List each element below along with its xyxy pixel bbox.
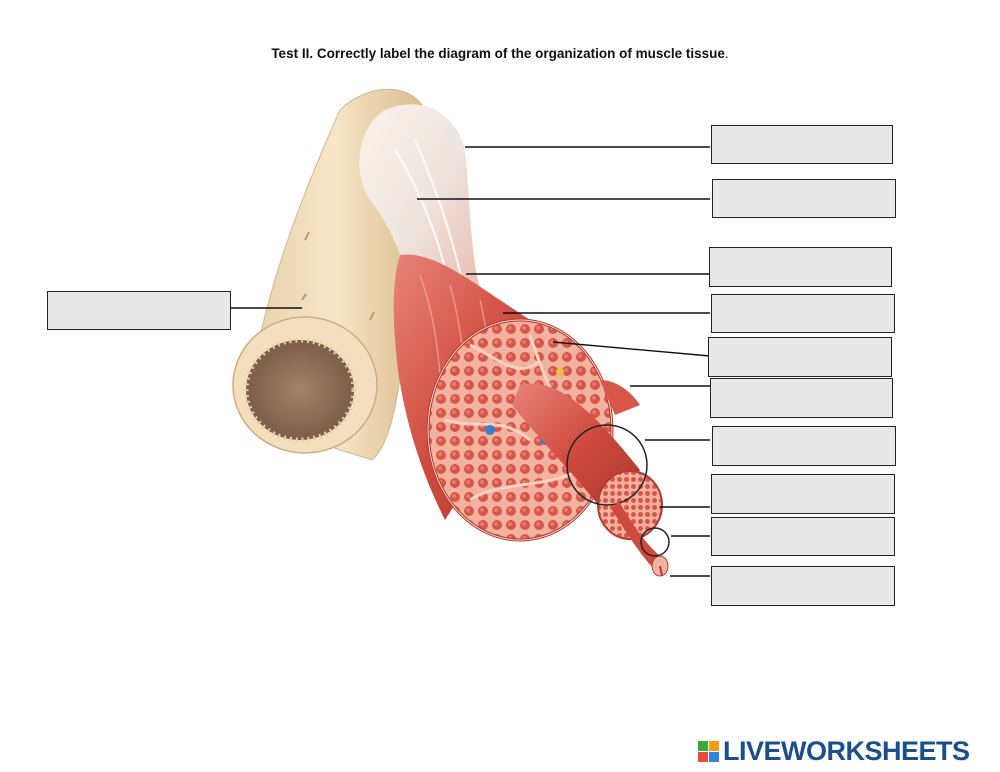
- answer-box-9[interactable]: [711, 517, 895, 556]
- title-main: Test II. Correctly label the diagram of …: [271, 46, 725, 61]
- answer-box-2[interactable]: [712, 179, 896, 218]
- answer-box-3[interactable]: [709, 247, 892, 287]
- answer-box-11[interactable]: [47, 291, 231, 330]
- leader-lines: [230, 146, 711, 577]
- answer-box-6[interactable]: [710, 378, 893, 418]
- answer-box-5[interactable]: [708, 337, 892, 377]
- answer-box-4[interactable]: [711, 294, 895, 333]
- muscle-belly: [393, 254, 614, 542]
- title-period: .: [724, 46, 729, 61]
- answer-box-10[interactable]: [711, 566, 895, 606]
- answer-box-7[interactable]: [712, 426, 896, 466]
- muscle-fiber: [612, 500, 670, 577]
- liveworksheets-logo-icon: [698, 740, 719, 762]
- logo-text: LIVEWORKSHEETS: [723, 735, 970, 766]
- answer-box-8[interactable]: [711, 474, 895, 514]
- fascicle: [512, 380, 663, 540]
- answer-box-1[interactable]: [711, 125, 893, 164]
- liveworksheets-logo: LIVEWORKSHEETS: [698, 736, 970, 766]
- worksheet-title: Test II. Correctly label the diagram of …: [0, 46, 1000, 61]
